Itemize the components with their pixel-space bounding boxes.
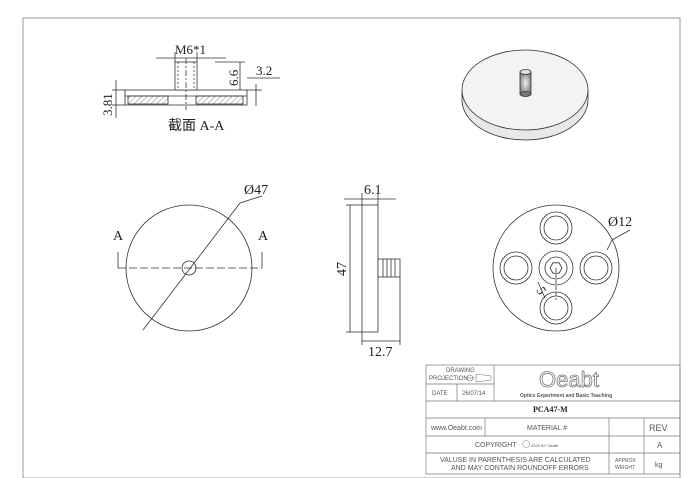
tb-logo-text: Oeabt — [539, 367, 599, 392]
side-thickness-label: 6.1 — [364, 183, 382, 198]
tb-weight-label: WEIGHT — [615, 465, 635, 471]
title-block — [425, 364, 681, 475]
tb-rev-label: REV — [649, 423, 668, 433]
side-length-label: 12.7 — [368, 345, 393, 360]
drawing-border — [22, 17, 681, 478]
front-section-mark-right: A — [258, 229, 269, 244]
section-body-left — [127, 95, 169, 105]
tb-note-line2: AND MAY CONTAIN ROUNDOFF ERRORS — [451, 465, 589, 472]
front-section-mark-left: A — [113, 229, 124, 244]
tb-projection-label: PROJECTION — [429, 376, 468, 382]
tb-logo-subtitle: Optics Experiment and Basic Teaching — [520, 393, 612, 399]
tb-website: www.Oeabt.com — [430, 425, 482, 432]
side-height-label: 47 — [335, 262, 350, 276]
tb-copyright-note: 2020 BY Oeabt — [531, 443, 559, 448]
front-view — [117, 195, 263, 332]
tb-approx-label: APPROX — [615, 458, 637, 464]
tb-date-value: 26/07/14 — [462, 391, 486, 397]
copyright-symbol-icon — [522, 440, 530, 448]
projection-symbol-icon — [465, 373, 492, 383]
section-body-right — [195, 95, 244, 105]
isometric-view — [461, 49, 589, 141]
rear-hole-diameter-label: Ø12 — [608, 215, 632, 230]
front-diameter-label: Ø47 — [244, 183, 268, 198]
section-thread-label: M6*1 — [175, 42, 206, 57]
tb-date-label: DATE — [432, 391, 448, 397]
section-top-offset-label: 3.2 — [256, 63, 272, 78]
tb-weight-unit: kg — [655, 462, 663, 469]
side-view — [344, 193, 401, 345]
tb-material-label: MATERIAL # — [527, 425, 567, 432]
tb-part-number: PCA47-M — [533, 405, 568, 414]
section-height-label: 6.6 — [226, 69, 241, 86]
oeabt-logo: Oeabt Optics Experiment and Basic Teachi… — [520, 367, 612, 399]
tb-drawing-projection-label: DRAWING — [446, 368, 475, 374]
rear-view — [492, 204, 631, 332]
tb-rev-value: A — [657, 441, 663, 450]
section-caption: 截面 A-A — [168, 118, 225, 134]
tb-note-line1: VALUSE IN PARENTHESIS ARE CALCULATED — [440, 457, 591, 464]
section-view — [112, 52, 280, 118]
tb-copyright-label: COPYRIGHT — [475, 442, 517, 449]
section-thickness-label: 3.81 — [100, 93, 115, 116]
rear-offset-label: 5 — [533, 284, 549, 297]
